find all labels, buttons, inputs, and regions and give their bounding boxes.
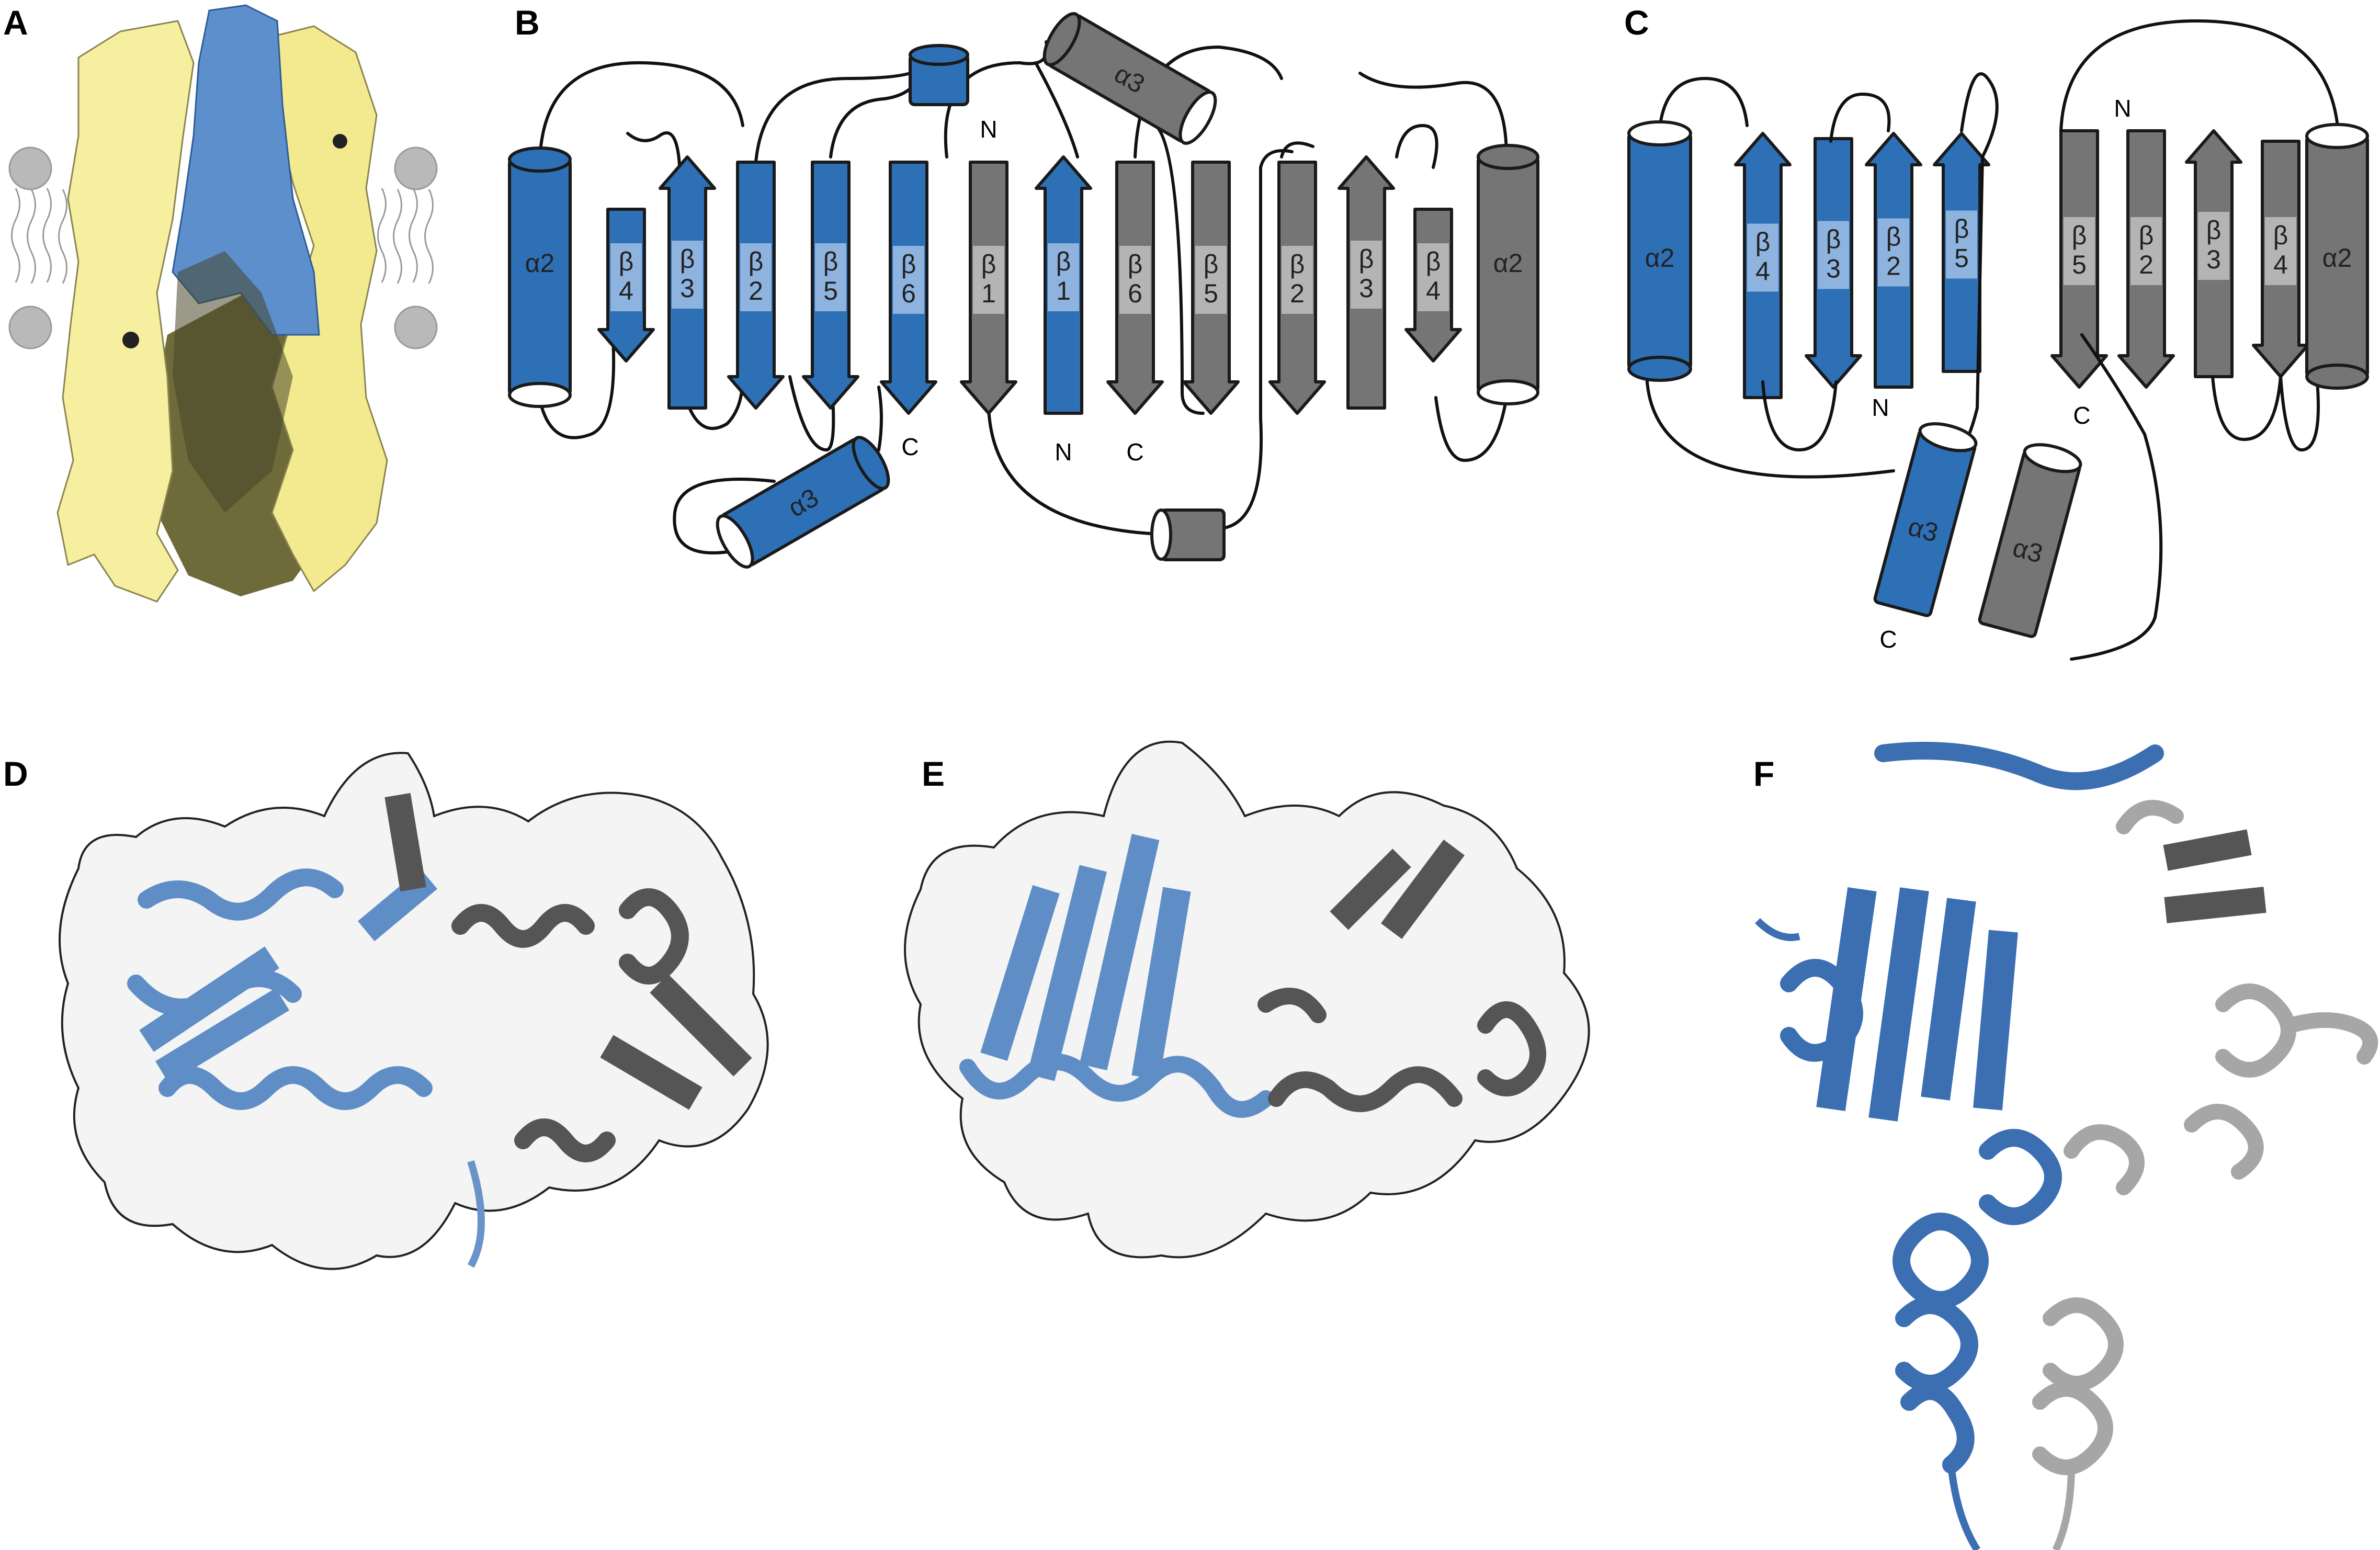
- lipid-bilayer-left: [8, 146, 67, 349]
- panel-c-topology: α2 α2 α3 α3 N N C C: [1627, 19, 2369, 661]
- panel-b-terminus-c-blue: C: [901, 433, 919, 460]
- panel-b-terminus-n-grey: N: [980, 116, 997, 143]
- panel-e-cartoon: [904, 740, 1590, 1259]
- surface-pore-2: [333, 134, 347, 149]
- panel-c-terminus-c-blue: C: [1879, 626, 1897, 653]
- panel-d-surface: [59, 752, 769, 1270]
- panel-b-small-helix-grey: [1150, 508, 1226, 561]
- panel-a-surface-view: [8, 4, 438, 603]
- surface-pore: [122, 332, 139, 348]
- panel-label-c: C: [1624, 3, 1649, 42]
- panel-c-helix-a3-blue: α3: [1873, 422, 1978, 617]
- panel-c-helix-a2-blue: α2: [1627, 120, 1692, 382]
- svg-text:α2: α2: [525, 248, 555, 278]
- panel-c-helix-a3-grey: α3: [1978, 443, 2082, 638]
- panel-e-surface: [904, 740, 1590, 1259]
- panel-c-terminus-n-grey: N: [2114, 95, 2131, 122]
- panel-c-terminus-c-grey: C: [2073, 402, 2090, 429]
- panel-b-helix-a2-blue: α2: [508, 146, 572, 408]
- panel-label-d: D: [3, 754, 28, 793]
- lipid-bilayer-right: [377, 146, 438, 349]
- panel-c-terminus-n-blue: N: [1872, 394, 1889, 421]
- svg-text:α2: α2: [2322, 243, 2352, 273]
- panel-label-e: E: [922, 754, 945, 793]
- surface-yellow-left: [56, 20, 195, 603]
- panel-c-helix-a2-grey: α2: [2305, 123, 2369, 390]
- panel-d-cartoon: [59, 752, 769, 1270]
- panel-b-loop: [538, 61, 744, 161]
- panel-label-f: F: [1753, 754, 1774, 793]
- panel-b-helix-a3-grey: α3: [1042, 12, 1217, 145]
- panel-f-cartoon: [1755, 742, 2378, 1550]
- panel-label-a: A: [3, 3, 28, 42]
- panel-b-terminus-n-blue: N: [1055, 438, 1072, 466]
- svg-text:α2: α2: [1645, 243, 1675, 273]
- panel-b-helix-a3-blue: α3: [716, 436, 890, 569]
- panel-b-terminus-c-grey: C: [1126, 438, 1143, 466]
- panel-b-helix-a2-grey: α2: [1477, 144, 1539, 405]
- svg-text:α2: α2: [1493, 248, 1523, 278]
- surface-shadow: [173, 251, 293, 513]
- panel-label-b: B: [515, 3, 540, 42]
- panel-b-small-helix-blue: [909, 44, 969, 106]
